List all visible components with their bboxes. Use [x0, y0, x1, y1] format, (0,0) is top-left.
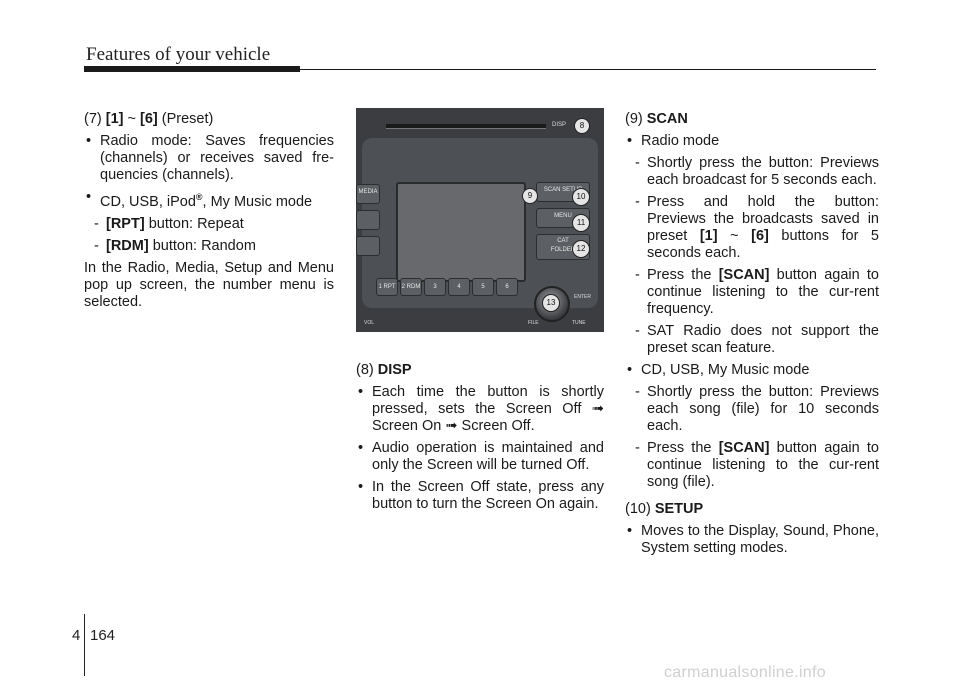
- disp-heading: (8) DISP: [356, 362, 412, 378]
- preset-4: 4: [448, 278, 470, 296]
- callout-10: 10: [572, 188, 590, 206]
- tune-label: TUNE: [572, 320, 586, 326]
- header-rule-thin: [300, 69, 876, 70]
- scan-radio-dash-2: -Press and hold the button: Previews the…: [635, 194, 879, 261]
- media-button: MEDIA: [356, 184, 380, 204]
- preset-6: 6: [496, 278, 518, 296]
- disp-bullet-2: Audio operation is maintained and only t…: [356, 440, 604, 474]
- column-preset: (7) [1] ~ [6] (Preset) Radio mode: Saves…: [84, 111, 334, 311]
- scan-heading: (9) SCAN: [625, 111, 688, 127]
- page-header-title: Features of your vehicle: [86, 44, 271, 65]
- cd-slot: [386, 124, 546, 129]
- column-scan-setup: (9) SCAN Radio mode -Shortly press the b…: [625, 111, 879, 557]
- callout-8: 8: [574, 118, 590, 134]
- chapter-number: 4: [72, 627, 81, 644]
- scan-cd-dash-2: -Press the [SCAN] button again to contin…: [635, 440, 879, 490]
- enter-label: ENTER: [574, 294, 591, 300]
- header-rule-thick: [84, 66, 300, 72]
- preset-paragraph: In the Radio, Media, Setup and Menu pop …: [84, 259, 334, 310]
- scan-radio-dash-1: -Shortly press the button: Previews each…: [635, 155, 879, 188]
- left-button-3: [356, 236, 380, 256]
- disp-label: DISP: [552, 122, 567, 128]
- scan-cd-mode: CD, USB, My Music mode: [625, 362, 879, 379]
- rdm-item: -[RDM] button: Random: [94, 237, 256, 254]
- left-button-2: [356, 210, 380, 230]
- preset-1: 1 RPT: [376, 278, 398, 296]
- column-disp: (8) DISP Each time the button is shortly…: [356, 362, 604, 513]
- disp-bullet-3: In the Screen Off state, press any butto…: [356, 479, 604, 513]
- callout-13: 13: [542, 294, 560, 312]
- setup-heading: (10) SETUP: [625, 501, 704, 517]
- watermark: carmanualsonline.info: [664, 664, 826, 681]
- scan-radio-mode: Radio mode: [625, 133, 879, 150]
- preset-3: 3: [424, 278, 446, 296]
- file-label: FILE: [528, 320, 539, 326]
- footer-rule: [84, 614, 85, 676]
- setup-bullet: Moves to the Display, Sound, Phone, Syst…: [625, 523, 879, 557]
- preset-heading: (7) [1] ~ [6] (Preset): [84, 111, 214, 127]
- preset-media-bullet: CD, USB, iPod®, My Music mode: [84, 189, 334, 211]
- preset-2: 2 RDM: [400, 278, 422, 296]
- callout-11: 11: [572, 214, 590, 232]
- preset-radio-bullet: Radio mode: Saves frequencies (channels)…: [84, 133, 334, 184]
- vol-label: VOL: [364, 320, 375, 326]
- disp-bullet-1: Each time the button is shortly pressed,…: [356, 384, 604, 435]
- display-screen: [396, 182, 526, 282]
- scan-radio-dash-3: -Press the [SCAN] button again to contin…: [635, 267, 879, 317]
- rpt-item: -[RPT] button: Repeat: [94, 215, 244, 232]
- callout-12: 12: [572, 240, 590, 258]
- scan-radio-dash-4: -SAT Radio does not support the preset s…: [635, 323, 879, 356]
- scan-cd-dash-1: -Shortly press the button: Previews each…: [635, 384, 879, 434]
- page-number: 164: [90, 627, 116, 644]
- preset-5: 5: [472, 278, 494, 296]
- callout-9: 9: [522, 188, 538, 204]
